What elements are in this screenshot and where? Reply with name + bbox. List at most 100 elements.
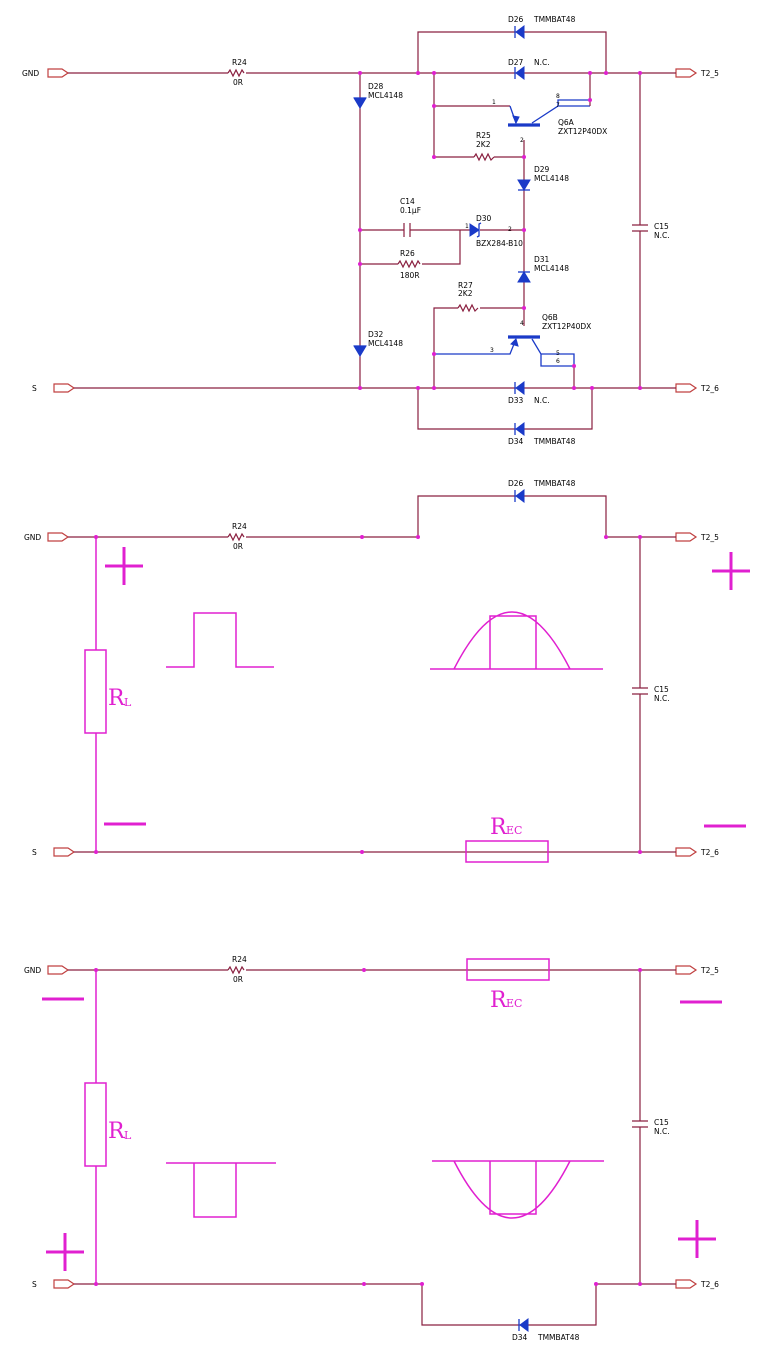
d27-diode <box>515 66 525 80</box>
r26-resistor <box>397 259 421 269</box>
q6a-pin-8: 8 <box>556 93 560 100</box>
d30-bar <box>476 222 482 238</box>
t2-5-port-2 <box>675 532 698 542</box>
rl-label-sub: L <box>124 696 132 709</box>
d32-value: MCL4148 <box>368 339 403 348</box>
plus-sign-right-3 <box>678 1220 716 1258</box>
q6b-value: ZXT12P40DX <box>542 322 591 331</box>
output-sine-pulse-3 <box>432 1160 604 1219</box>
d34-diode-3 <box>519 1318 529 1332</box>
d34-ref-3: D34 <box>512 1333 528 1342</box>
r24-resistor-3 <box>227 965 245 975</box>
d27-value: N.C. <box>534 58 550 67</box>
q6a-leads <box>509 99 590 124</box>
d31-ref: D31 <box>534 255 550 264</box>
input-square-pulse-3 <box>166 1162 276 1218</box>
gnd-port <box>47 68 70 78</box>
d29-diode <box>517 179 531 191</box>
q6a-value: ZXT12P40DX <box>558 127 607 136</box>
panel-full-circuit: GND S T2_5 T2_6 R24 0R D26 TMMBAT48 D27 … <box>22 15 719 446</box>
q6a-ref: Q6A <box>558 118 575 127</box>
r24-ref-2: R24 <box>232 522 247 531</box>
d34-loop-wire-3 <box>421 1284 597 1326</box>
c15-value-3: N.C. <box>654 1127 670 1136</box>
d34-value: TMMBAT48 <box>533 437 576 446</box>
plus-sign-left-3 <box>46 1233 84 1271</box>
d29-ref: D29 <box>534 165 550 174</box>
panel1-junctions <box>358 71 642 390</box>
d33-diode <box>515 381 525 395</box>
q6b-arrow <box>510 338 519 347</box>
d26-value: TMMBAT48 <box>533 15 576 24</box>
t2-5-port-label-3: T2_5 <box>700 966 719 975</box>
r25-ref: R25 <box>476 131 491 140</box>
d33-ref: D33 <box>508 396 524 405</box>
c15-ref: C15 <box>654 222 669 231</box>
plus-sign-right <box>712 552 750 590</box>
gnd-port-3 <box>47 965 70 975</box>
r26-wire <box>360 230 461 265</box>
gnd-port-label-3: GND <box>24 966 41 975</box>
c14-value: 0.1µF <box>400 206 421 215</box>
t2-6-port <box>675 383 698 393</box>
r26-ref: R26 <box>400 249 415 258</box>
c15-capacitor-3 <box>632 1120 648 1128</box>
input-square-pulse <box>166 612 274 668</box>
d26-ref-2: D26 <box>508 479 524 488</box>
d34-diode <box>515 422 525 436</box>
c15-value-2: N.C. <box>654 694 670 703</box>
rl-label-3: R <box>108 1119 126 1144</box>
d28-value: MCL4148 <box>368 91 403 100</box>
r24-value: 0R <box>233 78 243 87</box>
r24-value-2: 0R <box>233 542 243 551</box>
q6b-pin-3: 3 <box>490 347 494 354</box>
gnd-port-2 <box>47 532 70 542</box>
s-port-2 <box>53 847 76 857</box>
c14-capacitor <box>403 223 411 237</box>
rec-resistor <box>465 840 549 863</box>
panel3-junctions <box>94 968 642 1286</box>
panel-positive-half: GND S T2_5 T2_6 R24 0R D26 TMMBAT48 C15 … <box>24 479 750 863</box>
q6b-ref: Q6B <box>542 313 558 322</box>
c15-capacitor <box>632 224 648 232</box>
d26-loop-wire-2 <box>417 495 607 537</box>
r25-value: 2K2 <box>476 140 491 149</box>
c14-ref: C14 <box>400 197 415 206</box>
s-port-label-3: S <box>32 1280 37 1289</box>
rl-label: R <box>108 686 126 711</box>
d30-pin-1: 1 <box>465 223 469 230</box>
d34-ref: D34 <box>508 437 524 446</box>
rl-label-sub-3: L <box>124 1129 132 1142</box>
d33-value: N.C. <box>534 396 550 405</box>
t2-6-port-2 <box>675 847 698 857</box>
q6b-pin-6: 6 <box>556 358 560 365</box>
t2-5-port-label: T2_5 <box>700 69 719 78</box>
q6a-pin-7: 7 <box>556 102 560 109</box>
q6b-leads <box>434 338 575 367</box>
d31-diode <box>517 271 531 283</box>
rec-label-3: R <box>490 988 508 1013</box>
r24-resistor <box>227 68 245 78</box>
gnd-port-label-2: GND <box>24 533 41 542</box>
output-sine-pulse <box>430 611 603 670</box>
c15-capacitor-2 <box>632 687 648 695</box>
rec-label-sub: EC <box>506 824 522 837</box>
r24-resistor-2 <box>227 532 245 542</box>
d26-diode <box>515 25 525 39</box>
q6b-pin-5: 5 <box>556 350 560 357</box>
d32-ref: D32 <box>368 330 384 339</box>
r24-ref: R24 <box>232 58 247 67</box>
q6a-pin-1: 1 <box>492 99 496 106</box>
q6a-arrow <box>512 115 520 125</box>
d26-value-2: TMMBAT48 <box>533 479 576 488</box>
r27-ref: R27 <box>458 281 473 290</box>
d28-ref: D28 <box>368 82 384 91</box>
r24-ref-3: R24 <box>232 955 247 964</box>
rec-label: R <box>490 815 508 840</box>
d27-ref: D27 <box>508 58 524 67</box>
r27-wire <box>433 307 524 388</box>
d28-diode <box>353 97 367 109</box>
r24-value-3: 0R <box>233 975 243 984</box>
d30-pin-2: 2 <box>508 226 512 233</box>
d30-ref: D30 <box>476 214 492 223</box>
